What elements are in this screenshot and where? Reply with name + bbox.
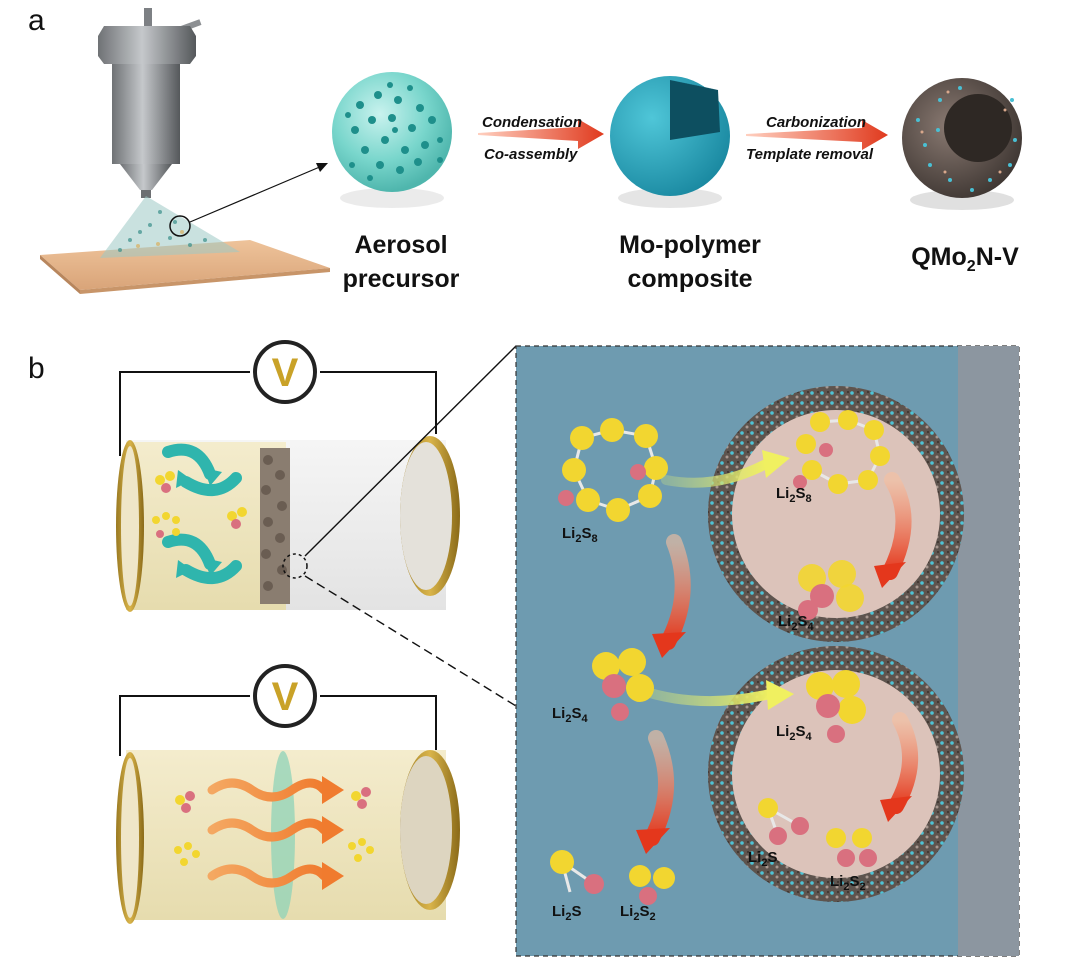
composite-label-line2: composite <box>627 265 753 293</box>
li2s4-molecule-upper <box>798 560 864 620</box>
li2s-molecule-lower <box>758 798 809 845</box>
aerosol-label-line1: Aerosol <box>354 231 448 259</box>
process-arrow-2 <box>746 120 888 150</box>
aerosol-label-line2: precursor <box>342 265 460 293</box>
panel-b-letter: b <box>28 352 45 385</box>
li2s-molecule-free <box>550 850 604 894</box>
bottom-battery-cell <box>116 695 460 924</box>
li2s8-molecule-free <box>558 418 668 522</box>
label-li2s4-free: Li2S4 <box>552 705 588 725</box>
label-li2s-free: Li2S <box>552 903 581 923</box>
label-li2s4-upper: Li2S4 <box>778 613 814 633</box>
li2s4-molecule-lower <box>806 670 866 743</box>
label-li2s2-lower: Li2S2 <box>830 873 866 893</box>
zoom-line-upper <box>304 345 517 557</box>
aerosol-precursor-sphere <box>332 72 452 208</box>
product-label-sub: 2 <box>966 258 976 275</box>
process-arrow-1 <box>478 119 604 149</box>
product-label: QMo2N-V <box>900 240 1030 284</box>
li2s4-molecule-free <box>592 648 654 721</box>
top-battery-cell <box>116 371 460 612</box>
voltmeter-bottom: V <box>253 664 317 728</box>
arrow1-bottom-label: Co-assembly <box>484 146 578 163</box>
product-label-main: QMo <box>911 243 967 271</box>
panel-b-illustration: V <box>116 340 1020 957</box>
panel-a-illustration <box>40 8 1022 294</box>
voltmeter-top: V <box>253 340 317 404</box>
product-label-suffix: N-V <box>975 243 1019 271</box>
voltmeter-bottom-symbol: V <box>272 675 299 719</box>
arrow1-top-label: Condensation <box>482 114 582 131</box>
zoom-pointer-line <box>189 165 323 223</box>
spray-nozzle <box>98 8 202 198</box>
label-li2s-lower: Li2S <box>748 849 777 869</box>
label-li2s4-lower: Li2S4 <box>776 723 812 743</box>
label-li2s2-free: Li2S2 <box>620 903 656 923</box>
arrow2-top-label: Carbonization <box>766 114 866 131</box>
li2s2-molecule-lower <box>826 828 877 867</box>
label-li2s8-free: Li2S8 <box>562 525 598 545</box>
composite-label-line1: Mo-polymer <box>619 231 761 259</box>
label-li2s8-upper: Li2S8 <box>776 485 812 505</box>
li2s8-molecule-upper <box>793 410 890 494</box>
zoom-circle <box>169 215 191 237</box>
arrow2-bottom-label: Template removal <box>746 146 873 163</box>
composite-label: Mo-polymer composite <box>600 228 780 296</box>
panel-a-letter: a <box>28 4 45 37</box>
mechanism-inset: Li2S8 Li2S8 Li2S4 Li2S4 Li2S4 Li2S Li2S2… <box>515 345 1020 957</box>
voltmeter-top-symbol: V <box>272 351 299 395</box>
qmo2n-v-sphere <box>902 78 1022 210</box>
molecule-icon <box>152 471 247 538</box>
li2s2-molecule-free <box>629 865 675 905</box>
mo-polymer-composite-sphere <box>610 76 730 208</box>
aerosol-precursor-label: Aerosol precursor <box>336 228 466 296</box>
